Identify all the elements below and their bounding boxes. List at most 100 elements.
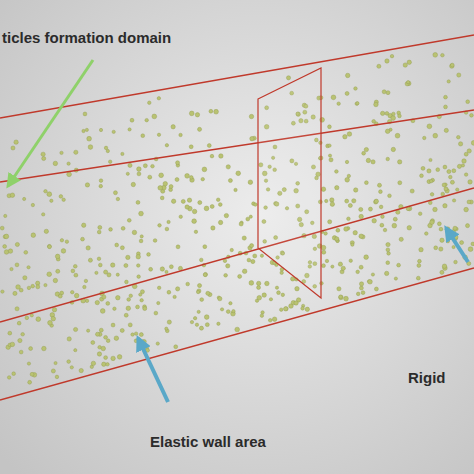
- particle: [344, 227, 349, 232]
- particle: [359, 265, 363, 269]
- particle: [429, 179, 432, 182]
- particle: [352, 199, 356, 203]
- particle: [397, 160, 401, 164]
- particle: [377, 64, 381, 68]
- particle: [205, 323, 209, 327]
- particle: [393, 217, 397, 221]
- particle: [53, 161, 57, 165]
- particle: [71, 269, 75, 273]
- particle: [127, 298, 131, 302]
- particle: [139, 239, 143, 243]
- particle: [436, 168, 440, 172]
- particle: [374, 200, 378, 204]
- particle: [148, 101, 152, 105]
- particle: [195, 323, 198, 326]
- particle: [141, 134, 145, 138]
- particle: [30, 372, 34, 376]
- particle: [359, 214, 363, 218]
- particle: [31, 233, 36, 238]
- particle: [447, 80, 450, 83]
- particle: [216, 198, 220, 202]
- particle: [116, 273, 119, 276]
- particle: [372, 119, 376, 123]
- particle: [97, 352, 101, 356]
- particle: [442, 183, 446, 187]
- particle: [99, 128, 102, 131]
- particle: [471, 242, 474, 246]
- particle: [99, 179, 103, 183]
- particle: [91, 341, 95, 345]
- particle: [131, 182, 135, 186]
- particle: [468, 180, 472, 184]
- particle: [235, 327, 240, 332]
- particle: [134, 332, 137, 335]
- particle: [160, 267, 164, 271]
- particle: [47, 244, 51, 248]
- particle: [322, 250, 326, 254]
- particle: [21, 332, 25, 336]
- particle: [335, 237, 339, 241]
- particle: [88, 258, 92, 262]
- particle: [336, 228, 340, 232]
- particle: [226, 264, 230, 268]
- particle: [157, 133, 160, 136]
- particle: [48, 245, 52, 249]
- particle: [16, 285, 21, 290]
- particle: [368, 279, 373, 284]
- particle: [257, 281, 261, 285]
- particle: [128, 128, 131, 131]
- particle: [11, 146, 15, 150]
- particle: [454, 260, 458, 264]
- particle: [30, 314, 33, 317]
- particle: [443, 204, 447, 208]
- particle: [17, 321, 21, 325]
- particle: [386, 248, 390, 252]
- particle: [31, 203, 34, 206]
- particle: [139, 293, 142, 296]
- particle: [392, 223, 397, 228]
- particle: [470, 113, 474, 117]
- particle: [50, 199, 53, 202]
- particle: [386, 91, 390, 95]
- particle: [74, 349, 77, 352]
- particle: [418, 259, 422, 263]
- particle: [353, 231, 357, 235]
- particle: [87, 329, 90, 332]
- particle: [198, 201, 202, 205]
- particle: [113, 191, 117, 195]
- particle: [1, 290, 4, 293]
- particle: [18, 338, 22, 342]
- particle: [439, 247, 443, 251]
- particle: [434, 246, 438, 250]
- particle: [347, 132, 352, 137]
- particle: [359, 286, 363, 290]
- particle: [447, 170, 451, 174]
- particle: [106, 339, 110, 343]
- particle: [12, 372, 16, 376]
- particle: [137, 172, 141, 176]
- particle: [201, 177, 205, 181]
- particle: [446, 240, 449, 243]
- particle: [44, 229, 48, 233]
- particle: [158, 186, 163, 191]
- particle: [397, 263, 401, 267]
- particle: [418, 212, 422, 216]
- particle: [203, 245, 207, 249]
- particle: [15, 242, 19, 246]
- particle: [467, 149, 471, 153]
- particle: [356, 292, 360, 296]
- particle: [265, 281, 269, 285]
- particle: [115, 243, 119, 247]
- particle: [31, 284, 35, 288]
- particle: [417, 264, 421, 268]
- particle: [117, 355, 122, 360]
- particle: [356, 270, 360, 274]
- particle: [193, 316, 196, 319]
- particle: [257, 295, 262, 300]
- particle: [102, 295, 106, 299]
- particle: [374, 199, 378, 203]
- particle: [41, 152, 45, 156]
- particle: [374, 287, 378, 291]
- particle: [464, 152, 468, 156]
- particle: [158, 224, 162, 228]
